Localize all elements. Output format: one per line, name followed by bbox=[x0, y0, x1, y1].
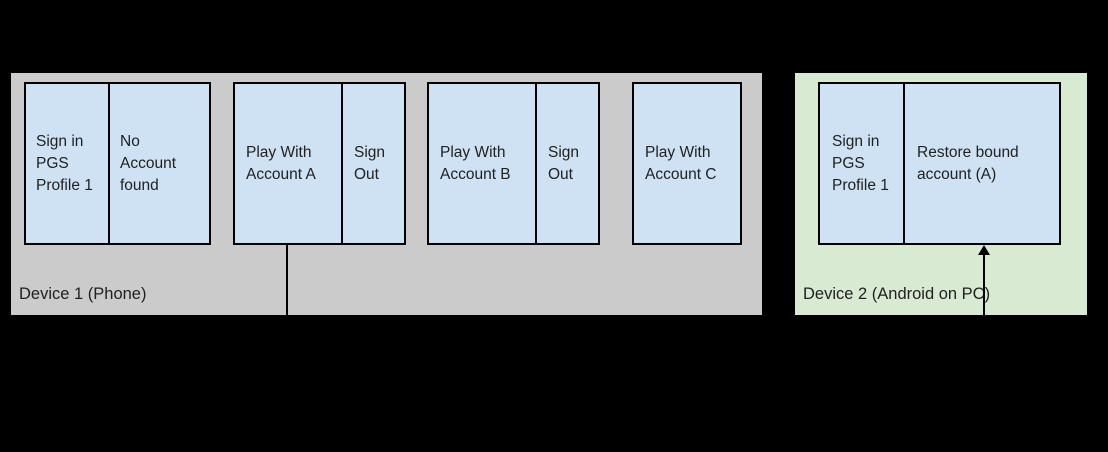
flow-group-signin: Sign in PGS Profile 1 No Account found bbox=[24, 82, 211, 245]
connector-up-line bbox=[983, 254, 985, 315]
device2-label: Device 2 (Android on PC) bbox=[803, 285, 991, 303]
step-play-with-account-c: Play With Account C bbox=[632, 82, 742, 245]
flow-group-account-c: Play With Account C bbox=[632, 82, 742, 245]
connector-hidden-segment bbox=[983, 315, 985, 403]
step-sign-out-1: Sign Out bbox=[341, 82, 406, 245]
connector-hidden-segment bbox=[285, 401, 985, 403]
step-restore-bound-account: Restore bound account (A) bbox=[903, 82, 1061, 245]
device1-panel: Sign in PGS Profile 1 No Account found P… bbox=[11, 73, 762, 315]
step-sign-in-pgs-profile1: Sign in PGS Profile 1 bbox=[24, 82, 110, 245]
flow-group-account-a: Play With Account A Sign Out bbox=[233, 82, 406, 245]
step-play-with-account-a: Play With Account A bbox=[233, 82, 343, 245]
arrowhead-up-icon bbox=[978, 245, 990, 255]
connector-down-line bbox=[286, 245, 288, 315]
device2-panel: Sign in PGS Profile 1 Restore bound acco… bbox=[795, 73, 1087, 315]
connector-hidden-segment bbox=[285, 315, 287, 403]
step-sign-out-2: Sign Out bbox=[535, 82, 600, 245]
flow-group-restore: Sign in PGS Profile 1 Restore bound acco… bbox=[818, 82, 1061, 245]
device1-label: Device 1 (Phone) bbox=[19, 285, 147, 303]
flow-group-account-b: Play With Account B Sign Out bbox=[427, 82, 600, 245]
step-no-account-found: No Account found bbox=[108, 82, 211, 245]
step-sign-in-pgs-profile1-device2: Sign in PGS Profile 1 bbox=[818, 82, 905, 245]
step-play-with-account-b: Play With Account B bbox=[427, 82, 537, 245]
